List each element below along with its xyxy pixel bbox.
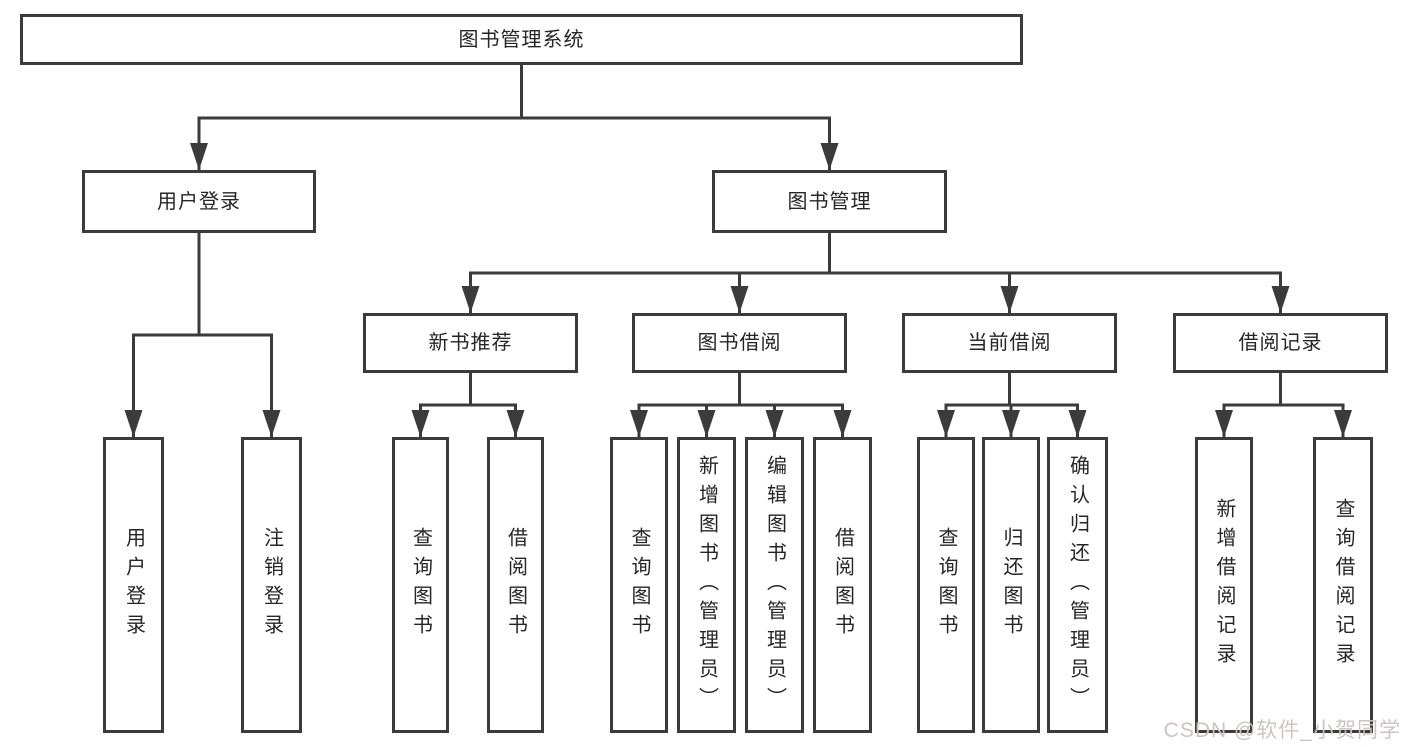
node-label: 查询图书 bbox=[409, 527, 432, 643]
node-label: 图书管理 bbox=[787, 190, 872, 213]
node-borrow-edit: 编辑图书（管理员） bbox=[745, 437, 804, 733]
arrowhead-icon bbox=[697, 410, 716, 437]
node-label: 归还图书 bbox=[1000, 527, 1022, 643]
node-label: 查询借阅记录 bbox=[1332, 498, 1354, 672]
arrowhead-icon bbox=[506, 410, 525, 437]
node-borrow-add: 新增图书（管理员） bbox=[677, 437, 736, 733]
node-login-logout: 注销登录 bbox=[241, 437, 302, 733]
node-label: 编辑图书（管理员） bbox=[763, 454, 786, 716]
arrowhead-icon bbox=[1002, 410, 1020, 437]
node-label: 新增借阅记录 bbox=[1213, 498, 1235, 672]
node-rec-query: 查询图书 bbox=[392, 437, 449, 733]
node-label: 借阅记录 bbox=[1238, 332, 1323, 354]
node-mgmt: 图书管理 bbox=[712, 170, 947, 233]
node-login-login: 用户登录 bbox=[103, 437, 164, 733]
node-label: 查询图书 bbox=[628, 527, 650, 643]
node-label: 查询图书 bbox=[935, 527, 957, 643]
node-rec: 新书推荐 bbox=[363, 313, 578, 373]
node-label: 新增图书（管理员） bbox=[695, 454, 718, 716]
node-borrow: 图书借阅 bbox=[632, 313, 847, 373]
node-current: 当前借阅 bbox=[902, 313, 1117, 373]
arrowhead-icon bbox=[1271, 286, 1290, 313]
node-records: 借阅记录 bbox=[1173, 313, 1388, 373]
node-rec-borrow: 借阅图书 bbox=[487, 437, 544, 733]
arrowhead-icon bbox=[833, 410, 852, 437]
arrowhead-icon bbox=[765, 410, 784, 437]
arrowhead-icon bbox=[1000, 286, 1019, 313]
node-label: 借阅图书 bbox=[504, 527, 527, 643]
node-label: 借阅图书 bbox=[831, 527, 854, 643]
node-borrow-borrow: 借阅图书 bbox=[813, 437, 872, 733]
node-current-return: 归还图书 bbox=[982, 437, 1040, 733]
node-borrow-query: 查询图书 bbox=[610, 437, 668, 733]
node-label: 当前借阅 bbox=[967, 332, 1052, 354]
node-records-add: 新增借阅记录 bbox=[1195, 437, 1253, 733]
node-login: 用户登录 bbox=[82, 170, 316, 233]
node-label: 图书借阅 bbox=[697, 332, 782, 354]
arrowhead-icon bbox=[730, 286, 749, 313]
arrowhead-icon bbox=[820, 143, 839, 170]
node-label: 新书推荐 bbox=[428, 332, 513, 354]
node-label: 确认归还（管理员） bbox=[1066, 454, 1089, 716]
node-label: 图书管理系统 bbox=[458, 28, 585, 51]
arrowhead-icon bbox=[1215, 410, 1233, 437]
arrowhead-icon bbox=[411, 410, 430, 437]
node-label: 注销登录 bbox=[260, 527, 283, 643]
arrowhead-icon bbox=[1068, 410, 1087, 437]
node-label: 用户登录 bbox=[157, 190, 241, 213]
arrowhead-icon bbox=[461, 286, 480, 313]
arrowhead-icon bbox=[630, 410, 648, 437]
node-current-confirm: 确认归还（管理员） bbox=[1047, 437, 1108, 733]
node-root: 图书管理系统 bbox=[20, 14, 1023, 65]
arrowhead-icon bbox=[262, 410, 281, 437]
arrowhead-icon bbox=[1334, 410, 1352, 437]
node-records-query: 查询借阅记录 bbox=[1313, 437, 1373, 733]
arrowhead-icon bbox=[937, 410, 955, 437]
node-label: 用户登录 bbox=[122, 527, 145, 643]
node-current-query: 查询图书 bbox=[917, 437, 975, 733]
arrowhead-icon bbox=[190, 143, 208, 170]
arrowhead-icon bbox=[124, 410, 143, 437]
